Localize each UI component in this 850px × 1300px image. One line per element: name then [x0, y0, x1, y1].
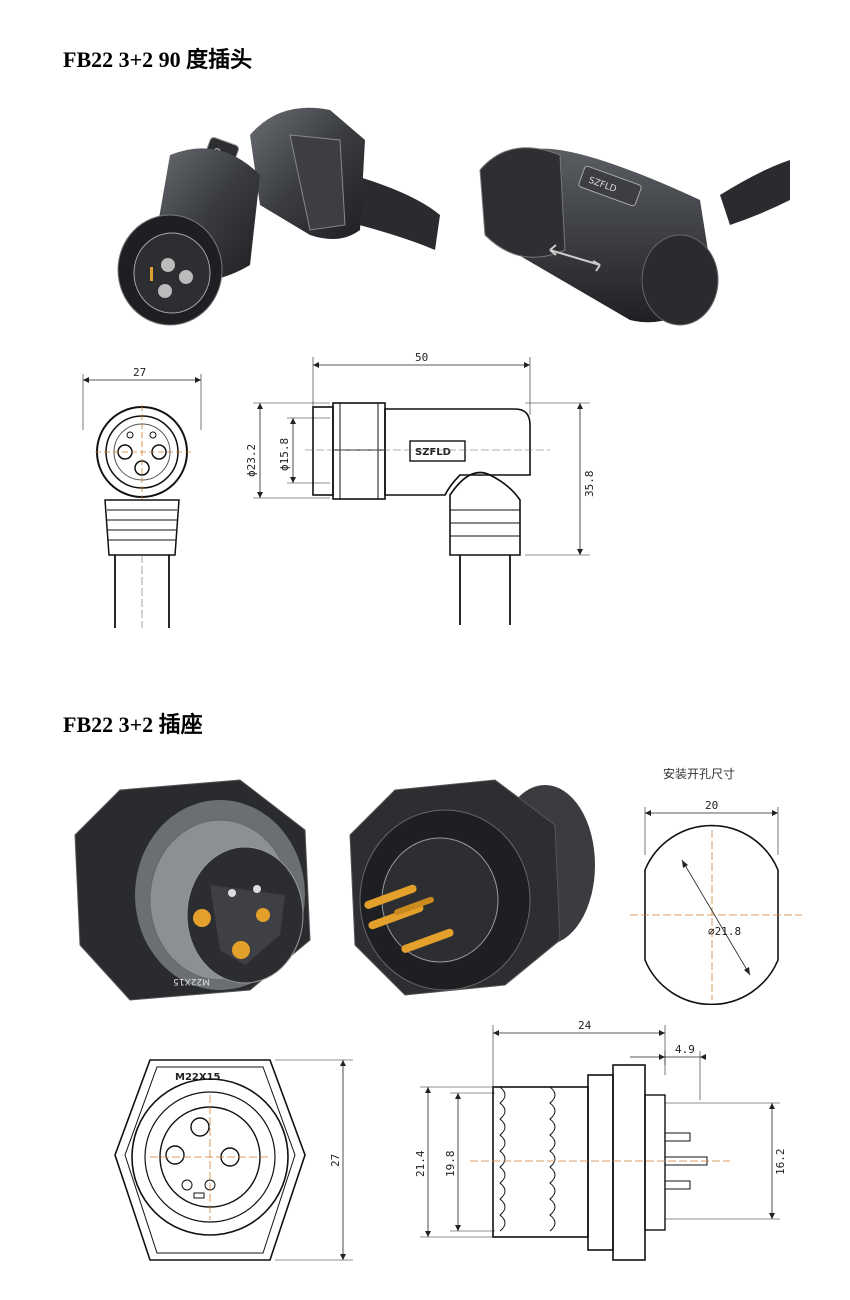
socket-photo-front: M22X15 — [74, 779, 311, 1001]
socket-side-drawing: 24 4.9 21.4 19.8 16.2 — [414, 1019, 787, 1261]
brand-label-drawing: SZFLD — [415, 447, 451, 458]
plug-photo-back: SZFLD — [479, 147, 790, 326]
dim-socket-thread-diameter: 21.4 — [414, 1150, 427, 1177]
thread-mark-drawing: M22X15 — [175, 1072, 221, 1083]
socket-photo-back — [349, 779, 595, 996]
dim-socket-flange: 4.9 — [675, 1043, 695, 1056]
dim-hole-width: 20 — [705, 799, 718, 812]
dim-plug-outer-diameter: ϕ23.2 — [245, 444, 258, 477]
thread-mark-photo: M22X15 — [173, 976, 210, 986]
plug-section-title: FB22 3+2 90 度插头 — [63, 47, 253, 72]
plug-side-drawing: 50 ϕ23.2 ϕ15.8 SZFLD 35.8 — [245, 351, 596, 625]
dim-hole-diameter: ∅21.8 — [708, 925, 741, 938]
plug-front-drawing: 27 — [82, 366, 202, 628]
dim-plug-front-width: 27 — [133, 366, 146, 379]
dim-plug-length: 50 — [415, 351, 428, 364]
socket-front-drawing: M22X15 27 — [114, 1059, 353, 1261]
socket-section-title: FB22 3+2 插座 — [63, 712, 203, 737]
dim-socket-length: 24 — [578, 1019, 592, 1032]
plug-photo-front: SZFLD — [117, 107, 440, 326]
dim-plug-height: 35.8 — [583, 471, 596, 498]
dim-socket-rear-diameter: 16.2 — [774, 1149, 787, 1176]
dim-plug-inner-diameter: ϕ15.8 — [278, 438, 291, 471]
dim-socket-inner-diameter: 19.8 — [444, 1151, 457, 1178]
mounting-hole-drawing: 20 ∅21.8 — [630, 799, 802, 1005]
dim-socket-front-height: 27 — [329, 1154, 342, 1167]
hole-caption: 安装开孔尺寸 — [663, 767, 736, 781]
